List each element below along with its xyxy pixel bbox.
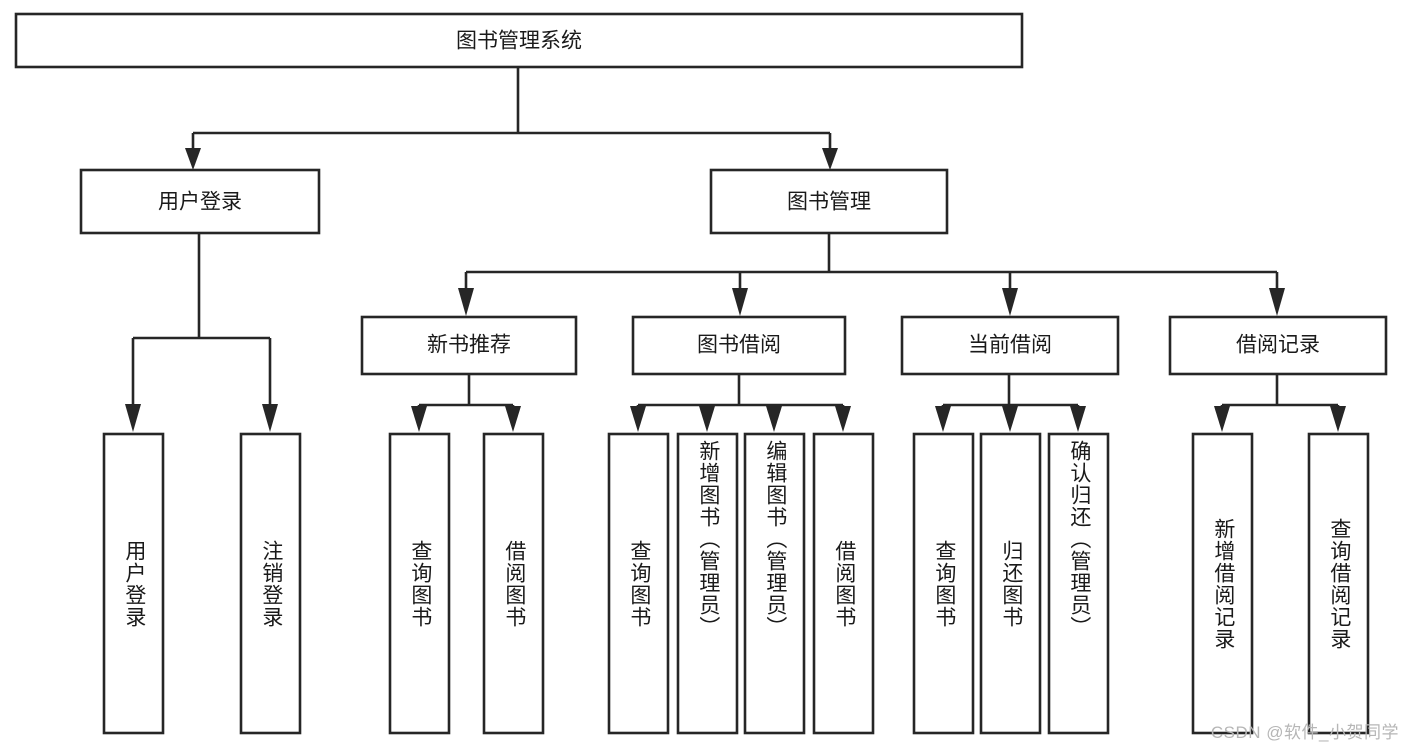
connector-group-borrow-record (1214, 374, 1346, 432)
connector-group-book-manage (458, 233, 1285, 316)
leaf-box-query-book-1[interactable] (388, 432, 451, 735)
node-current-borrow-label: 当前借阅 (968, 334, 1052, 357)
node-user-login[interactable]: 用户登录 (79, 168, 321, 235)
node-book-borrow-label: 图书借阅 (697, 334, 781, 357)
arrow-head-leaf-query-book-1 (411, 406, 427, 432)
leaf-box-confirm-return[interactable] (1047, 432, 1110, 735)
node-borrow-record[interactable]: 借阅记录 (1168, 315, 1388, 376)
node-book-manage-label: 图书管理 (787, 191, 871, 214)
leaf-box-add-record[interactable] (1191, 432, 1254, 735)
leaf-box-query-book-3[interactable] (912, 432, 975, 735)
arrow-head-leaf-user-login (125, 404, 141, 432)
csdn-watermark: CSDN @软件_小贺同学 (1210, 723, 1399, 742)
node-book-manage-box[interactable] (709, 168, 949, 235)
node-new-book-rec-box[interactable] (360, 315, 578, 376)
node-current-borrow[interactable]: 当前借阅 (900, 315, 1120, 376)
arrow-head-leaf-return-book (1002, 406, 1018, 432)
leaf-box-borrow-book-1[interactable] (482, 432, 545, 735)
arrow-head-leaf-add-book (699, 406, 715, 432)
arrow-head-borrow-record (1269, 288, 1285, 316)
node-book-manage[interactable]: 图书管理 (709, 168, 949, 235)
arrow-head-new-book-rec (458, 288, 474, 316)
arrow-head-user-login (185, 148, 201, 170)
node-root[interactable]: 图书管理系统 (14, 12, 1024, 69)
arrow-head-leaf-add-record (1214, 406, 1230, 432)
connector-group-root (185, 67, 838, 170)
connector-group-new-book-rec (411, 374, 521, 432)
arrow-head-leaf-query-book-3 (935, 406, 951, 432)
node-user-login-box[interactable] (79, 168, 321, 235)
arrow-head-leaf-query-book-2 (630, 406, 646, 432)
arrow-head-leaf-edit-book (766, 406, 782, 432)
node-borrow-record-box[interactable] (1168, 315, 1388, 376)
node-new-book-rec-label: 新书推荐 (427, 334, 511, 357)
leaf-box-return-book[interactable] (979, 432, 1042, 735)
arrow-head-leaf-borrow-book-2 (835, 406, 851, 432)
node-book-borrow[interactable]: 图书借阅 (631, 315, 847, 376)
arrow-head-book-borrow (732, 288, 748, 316)
arrow-head-leaf-logout-login (262, 404, 278, 432)
node-new-book-rec[interactable]: 新书推荐 (360, 315, 578, 376)
node-book-borrow-box[interactable] (631, 315, 847, 376)
arrow-head-leaf-confirm-return (1070, 406, 1086, 432)
arrow-head-leaf-query-record (1330, 406, 1346, 432)
node-user-login-label: 用户登录 (158, 191, 242, 214)
connector-group-book-borrow (630, 374, 851, 432)
arrow-head-book-manage (822, 148, 838, 170)
connector-group-current-borrow (935, 374, 1086, 432)
leaf-box-query-book-2[interactable] (607, 432, 670, 735)
leaf-box-add-book[interactable] (676, 432, 739, 735)
leaf-box-query-record[interactable] (1307, 432, 1370, 735)
arrow-head-current-borrow (1002, 288, 1018, 316)
arrow-head-leaf-borrow-book-1 (505, 406, 521, 432)
node-root-label: 图书管理系统 (456, 30, 582, 53)
node-current-borrow-box[interactable] (900, 315, 1120, 376)
leaf-box-user-login[interactable] (102, 432, 165, 735)
leaf-box-logout-login[interactable] (239, 432, 302, 735)
node-root-box[interactable] (14, 12, 1024, 69)
connector-group-user-login (125, 233, 278, 432)
leaf-box-borrow-book-2[interactable] (812, 432, 875, 735)
leaf-box-edit-book[interactable] (743, 432, 806, 735)
node-borrow-record-label: 借阅记录 (1236, 334, 1320, 357)
